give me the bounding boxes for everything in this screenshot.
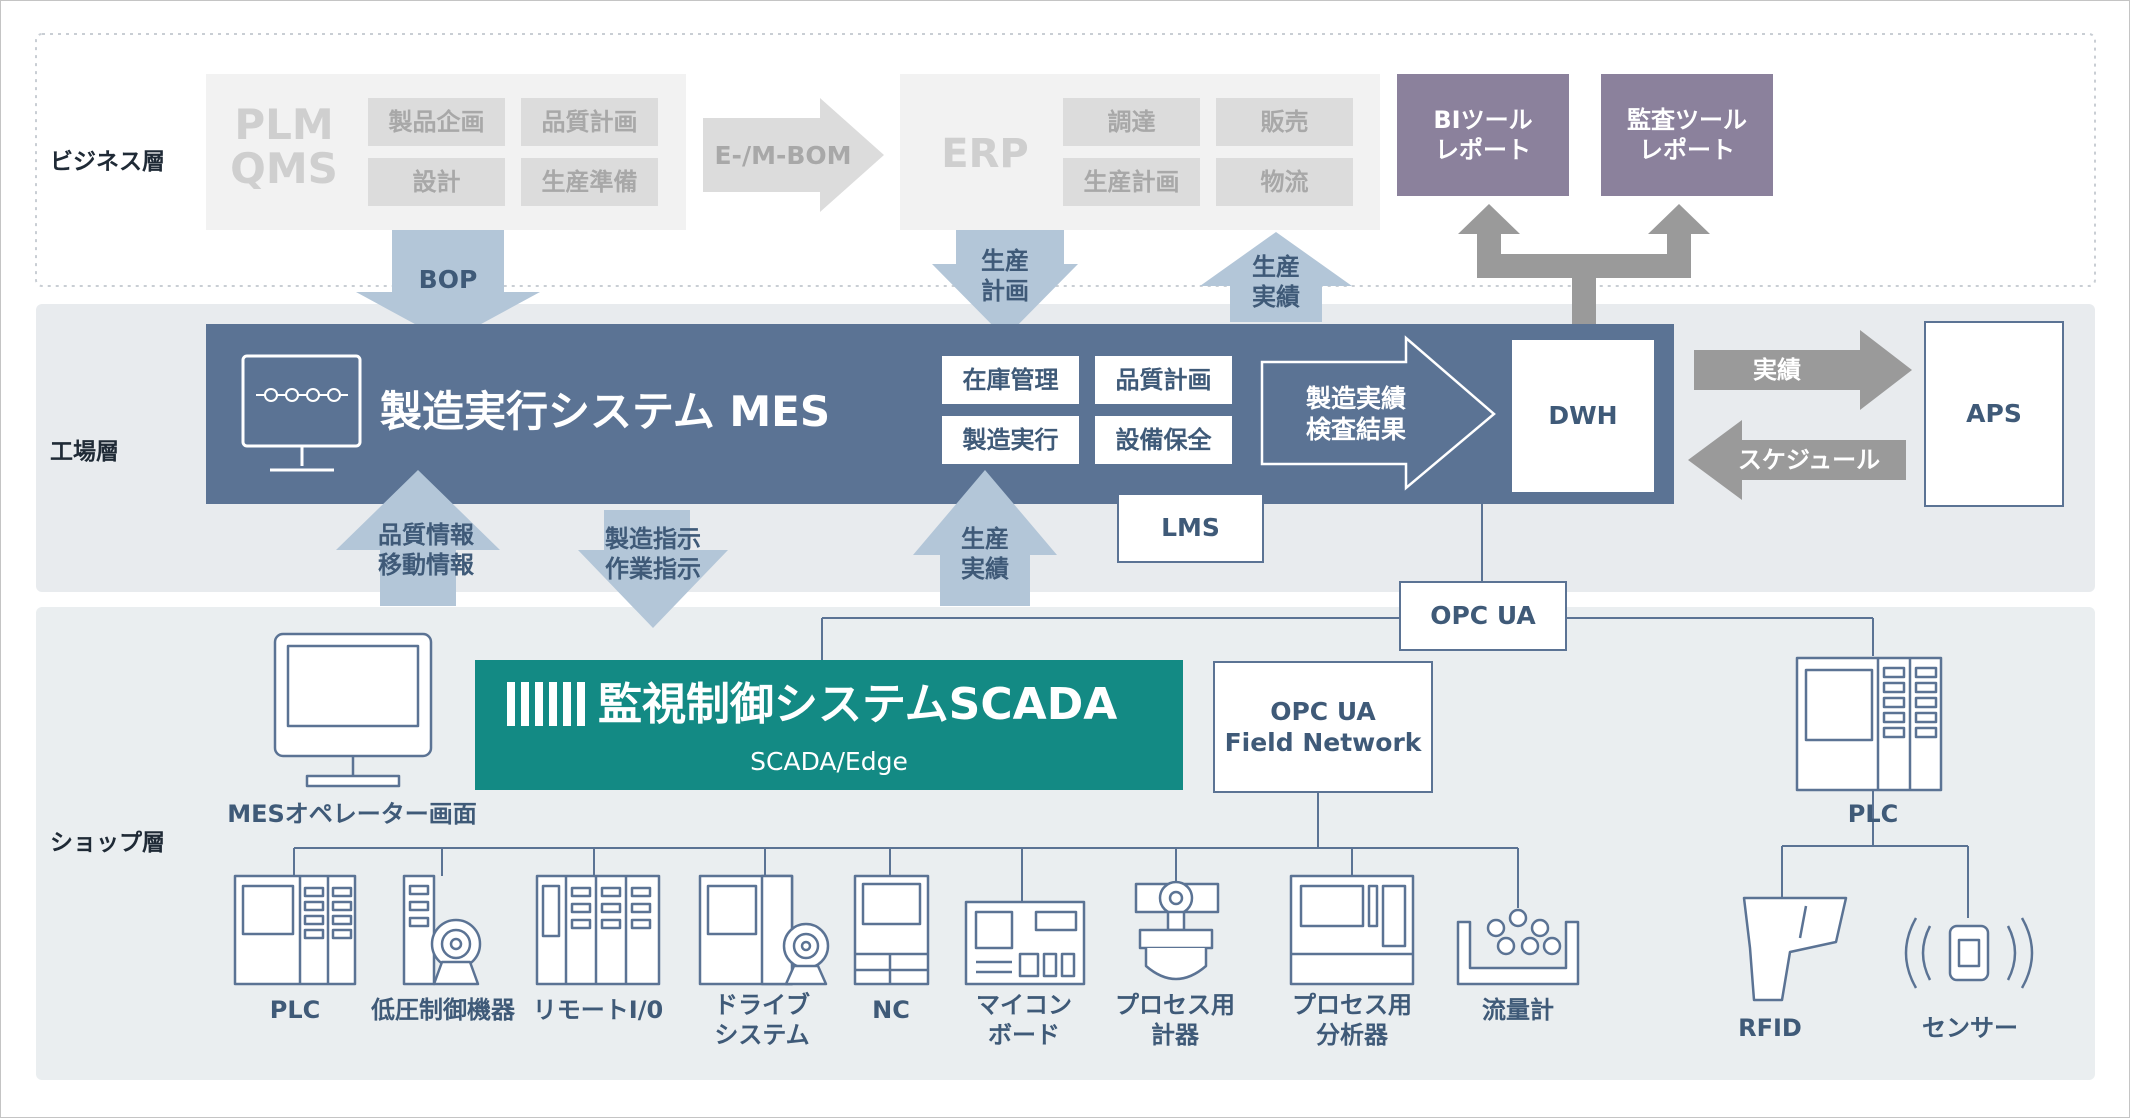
scada-block <box>475 660 1183 790</box>
nc-icon <box>853 874 930 986</box>
scada-subtitle: SCADA/Edge <box>750 747 908 777</box>
sensor-icon <box>1904 917 2034 989</box>
plm-box-3-label: 設計 <box>412 168 461 196</box>
opc-ua-box <box>1399 581 1567 651</box>
mes-module-1-label: 在庫管理 <box>962 366 1059 394</box>
plm-box-1-label: 製品企画 <box>388 108 485 136</box>
prod-result-up-arrow <box>1200 232 1352 322</box>
opc-field-box <box>1213 661 1433 793</box>
quality-move-arrow <box>336 470 500 606</box>
prod-result-up-label: 生産 実績 <box>1252 253 1300 311</box>
mes-operator-monitor-icon <box>273 632 433 788</box>
mes-module-3-label: 製造実行 <box>962 426 1059 454</box>
process-analyzer-icon <box>1289 874 1415 986</box>
mes-module-box-3 <box>942 416 1079 464</box>
device-label-nc: NC <box>872 996 910 1024</box>
mes-title: 製造実行システム MES <box>380 386 831 436</box>
schedule-arrow <box>1688 420 1906 500</box>
sensor-label: センサー <box>1922 1014 2018 1042</box>
device-label-micro: マイコン ボード <box>976 991 1072 1049</box>
aps-label: APS <box>1966 399 2022 429</box>
device-label-flowmeter: 流量計 <box>1482 996 1554 1024</box>
mes-to-dwh-label: 製造実績 検査結果 <box>1305 383 1406 444</box>
bop-label: BOP <box>418 265 478 295</box>
scada-title: 監視制御システムSCADA <box>598 678 1118 730</box>
bom-arrow-label: E-/M-BOM <box>714 141 852 171</box>
rfid-label: RFID <box>1738 1014 1802 1042</box>
quality-move-label: 品質情報 移動情報 <box>378 521 474 579</box>
lms-box <box>1117 493 1264 563</box>
mes-module-box-2 <box>1095 356 1232 404</box>
erp-title: ERP <box>941 131 1029 177</box>
device-label-analyzer: プロセス用 分析器 <box>1292 991 1412 1049</box>
device-label-drive: ドライブ システム <box>714 991 810 1049</box>
flowmeter-icon <box>1456 908 1580 986</box>
prod-result-shop-arrow <box>913 470 1057 606</box>
plm-box-1 <box>368 98 505 146</box>
aps-box <box>1924 321 2064 507</box>
schedule-label: スケジュール <box>1737 446 1881 474</box>
erp-box-4-label: 物流 <box>1260 168 1309 196</box>
plm-qms-title: PLM QMS <box>230 99 338 193</box>
plc-device-icon <box>233 874 357 986</box>
prod-plan-arrow <box>932 230 1078 338</box>
plm-box-2-label: 品質計画 <box>541 108 638 136</box>
plm-box-4-label: 生産準備 <box>541 168 638 196</box>
plm-box-4 <box>521 158 658 206</box>
device-label-plc: PLC <box>269 996 321 1024</box>
mfg-instr-arrow <box>578 510 728 628</box>
opc-field-label: OPC UA Field Network <box>1224 696 1422 757</box>
bop-arrow <box>356 230 540 342</box>
erp-box-4 <box>1216 158 1353 206</box>
plc-right-label: PLC <box>1847 800 1899 828</box>
mfg-instr-label: 製造指示 作業指示 <box>605 525 701 583</box>
dwh-box <box>1512 340 1654 492</box>
scada-barcode-icon <box>507 682 585 726</box>
device-label-low-voltage: 低圧制御機器 <box>371 996 515 1024</box>
plc-right-icon <box>1795 656 1943 792</box>
audit-box-label: 監査ツール レポート <box>1627 106 1747 164</box>
jisseki-arrow <box>1694 330 1912 410</box>
plm-box-3 <box>368 158 505 206</box>
lms-label: LMS <box>1161 513 1220 543</box>
erp-box-3 <box>1063 158 1200 206</box>
mes-module-4-label: 設備保全 <box>1115 426 1212 454</box>
network-lines <box>293 504 1969 918</box>
dwh-fork-arrow <box>1458 204 1710 340</box>
mes-to-dwh-arrow <box>1260 335 1496 491</box>
erp-box-1-label: 調達 <box>1107 108 1156 136</box>
prod-plan-label: 生産 計画 <box>981 247 1029 305</box>
layer-label-shop: ショップ層 <box>50 830 165 856</box>
device-label-instrument: プロセス用 計器 <box>1115 991 1235 1049</box>
plm-box-2 <box>521 98 658 146</box>
erp-box-3-label: 生産計画 <box>1083 168 1180 196</box>
mes-module-box-1 <box>942 356 1079 404</box>
layer-label-business: ビジネス層 <box>50 149 165 175</box>
audit-box <box>1601 74 1773 196</box>
remote-io-icon <box>535 874 661 986</box>
drive-system-icon <box>698 874 830 986</box>
erp-box-2 <box>1216 98 1353 146</box>
process-instrument-icon <box>1134 880 1220 981</box>
dwh-label: DWH <box>1548 401 1618 431</box>
erp-box-2-label: 販売 <box>1260 108 1309 136</box>
erp-box-1 <box>1063 98 1200 146</box>
low-voltage-device-icon <box>402 874 482 986</box>
micro-board-icon <box>964 900 1086 986</box>
layer-label-factory: 工場層 <box>50 439 119 465</box>
mes-module-2-label: 品質計画 <box>1115 366 1212 394</box>
mes-module-box-4 <box>1095 416 1232 464</box>
opc-ua-label: OPC UA <box>1430 601 1536 631</box>
mes-operator-label: MESオペレーター画面 <box>227 800 477 828</box>
device-label-remote-io: リモートI/0 <box>532 996 664 1024</box>
mes-monitor-icon <box>241 354 362 472</box>
bom-arrow <box>703 98 884 212</box>
prod-result-shop-label: 生産 実績 <box>961 525 1009 583</box>
bi-box-label: BIツール レポート <box>1433 106 1533 164</box>
jisseki-label: 実績 <box>1753 356 1801 384</box>
bi-box <box>1397 74 1569 196</box>
rfid-scanner-icon <box>1742 896 1848 1002</box>
